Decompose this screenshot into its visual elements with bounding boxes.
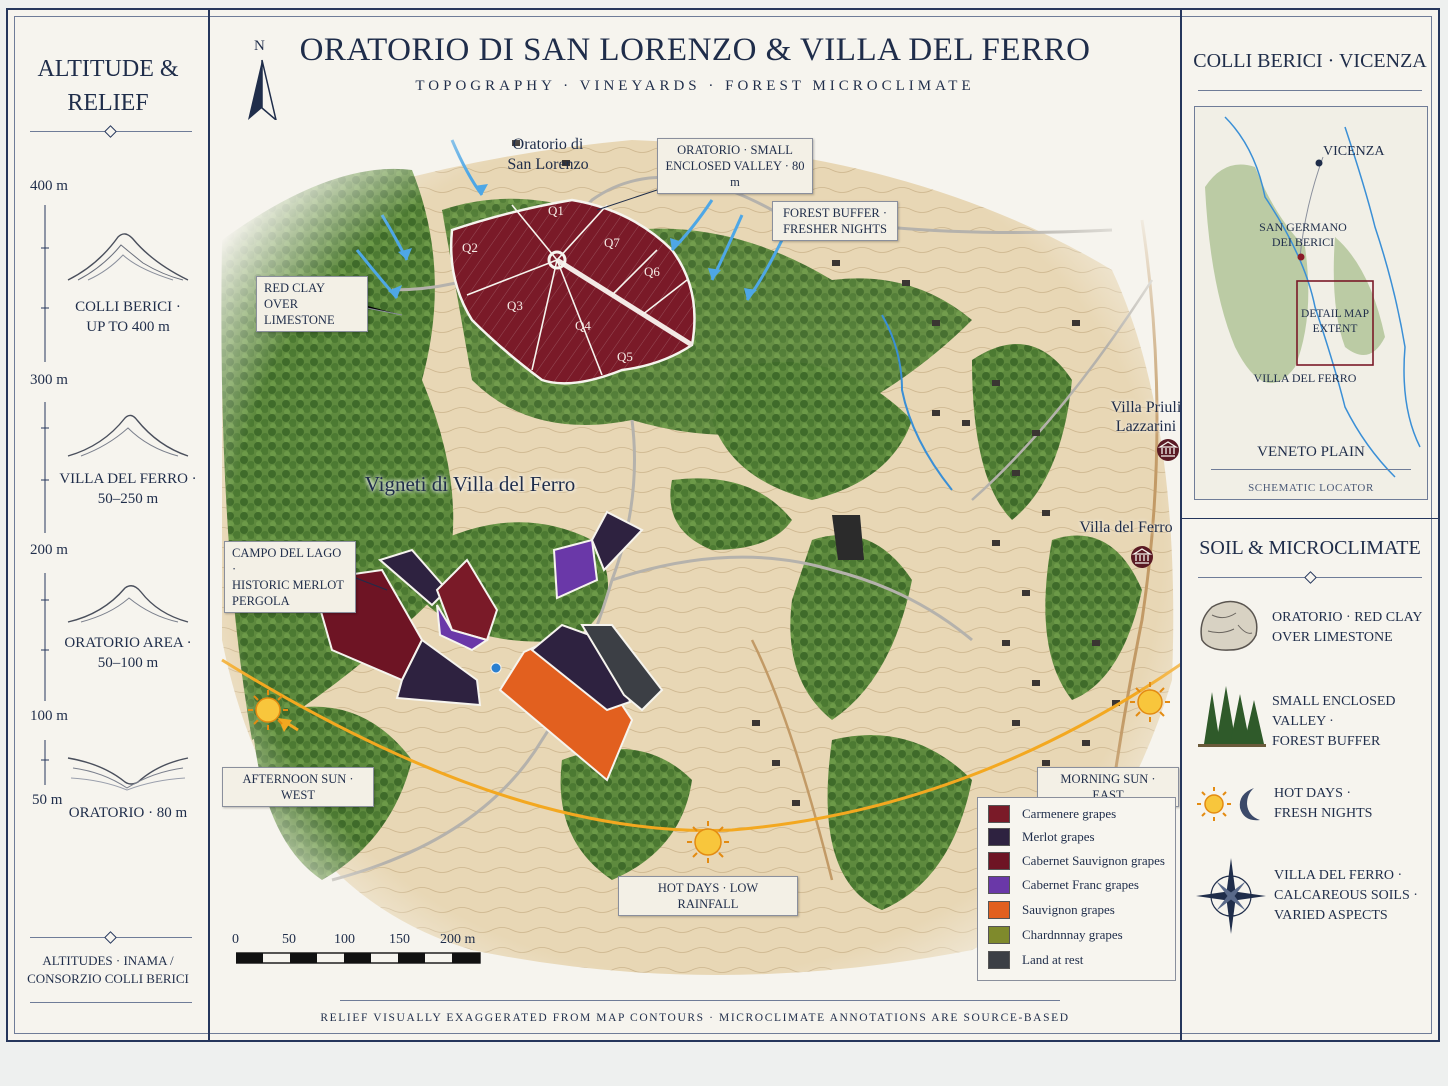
scale-bar	[236, 952, 481, 964]
callout-forest-buffer: FOREST BUFFER ·FRESHER NIGHTS	[772, 201, 898, 241]
page-title: ORATORIO DI SAN LORENZO & VILLA DEL FERR…	[299, 32, 1091, 68]
soil-item-villa: VILLA DEL FERRO ·CALCAREOUS SOILS ·VARIE…	[1274, 868, 1418, 923]
scale-label-50: 50 m	[32, 792, 63, 808]
mountain-sketch-icon	[67, 585, 189, 623]
locator-heading: COLLI BERICI · VICENZA	[1193, 50, 1427, 72]
soil-heading: SOIL & MICROCLIMATE	[1199, 537, 1421, 559]
altitude-panel: ALTITUDE & RELIEF 400 m 300 m 200 m 100 …	[8, 10, 210, 1040]
compass-letter: N	[254, 38, 265, 54]
mountain-sketch-icon	[67, 414, 189, 457]
locator-vicenza: VICENZA	[1323, 144, 1385, 159]
compass-rose-icon	[1196, 858, 1266, 934]
place-vigneti: Vigneti di Villa del Ferro	[364, 472, 576, 496]
legend-item: Sauvignon grapes	[988, 900, 1115, 920]
locator-caption: SCHEMATIC LOCATOR	[1248, 482, 1374, 494]
divider-ornament	[104, 125, 117, 138]
callout-hot-days: HOT DAYS · LOW RAINFALL	[618, 876, 798, 916]
locator-map-drawing	[1205, 116, 1421, 478]
villa-marker-icon	[1131, 546, 1153, 568]
altitude-source: ALTITUDES · INAMA /CONSORZIO COLLI BERIC…	[27, 953, 189, 986]
footer-note: RELIEF VISUALLY EXAGGERATED FROM MAP CON…	[320, 1012, 1070, 1024]
scale-bar-labels: 0 50 100 150 200 m	[232, 932, 476, 947]
villa-marker-icon	[1157, 439, 1179, 461]
scale-label-400: 400 m	[30, 178, 68, 194]
divider-ornament	[1304, 571, 1317, 584]
scale-label-200: 200 m	[30, 542, 68, 558]
sun-icon	[687, 821, 729, 863]
locator-plain: VENETO PLAIN	[1257, 444, 1365, 460]
altitude-scale-line	[41, 205, 49, 785]
legend-item: Cabernet Sauvignon grapes	[988, 851, 1165, 871]
sun-icon	[1130, 682, 1170, 722]
callout-afternoon-sun: AFTERNOON SUN · WEST	[222, 767, 374, 807]
legend-item: Land at rest	[988, 950, 1083, 970]
scale-label-300: 300 m	[30, 372, 68, 388]
legend-item: Carmenere grapes	[988, 804, 1116, 824]
forest-icon	[1198, 686, 1266, 747]
scale-label-100: 100 m	[30, 708, 68, 724]
altitude-entry-colli: COLLI BERICI ·UP TO 400 m	[75, 299, 181, 335]
altitude-entry-oratorio-area: ORATORIO AREA ·50–100 m	[64, 635, 192, 671]
soil-item-hot-days: HOT DAYS ·FRESH NIGHTS	[1274, 786, 1373, 821]
soil-item-valley: SMALL ENCLOSED VALLEY ·FOREST BUFFER	[1272, 694, 1396, 749]
page-subtitle: TOPOGRAPHY · VINEYARDS · FOREST MICROCLI…	[415, 78, 975, 94]
sun-icon	[248, 690, 288, 730]
legend-item: Cabernet Franc grapes	[988, 875, 1139, 895]
grape-legend: Carmenere grapes Merlot grapes Cabernet …	[977, 797, 1176, 981]
poster-frame: ALTITUDE & RELIEF 400 m 300 m 200 m 100 …	[6, 8, 1440, 1042]
valley-sketch-icon	[67, 757, 189, 791]
altitude-heading: ALTITUDE & RELIEF	[37, 56, 179, 116]
inner-border	[14, 16, 1432, 1034]
locator-villa: VILLA DEL FERRO	[1253, 371, 1357, 385]
north-arrow-icon	[248, 59, 278, 123]
info-panel: COLLI BERICI · VICENZA VICENZA SAN GERMA…	[1180, 10, 1438, 1040]
place-villa-del-ferro: Villa del Ferro	[1079, 519, 1173, 536]
divider-ornament	[104, 931, 117, 944]
sun-moon-icon	[1197, 787, 1260, 821]
legend-item: Chardnnnay grapes	[988, 925, 1123, 945]
altitude-entry-oratorio: ORATORIO · 80 m	[68, 805, 188, 821]
legend-item: Merlot grapes	[988, 827, 1095, 847]
rock-icon	[1200, 600, 1258, 651]
altitude-entry-villa: VILLA DEL FERRO ·50–250 m	[59, 471, 197, 507]
mountain-sketch-icon	[67, 233, 189, 281]
